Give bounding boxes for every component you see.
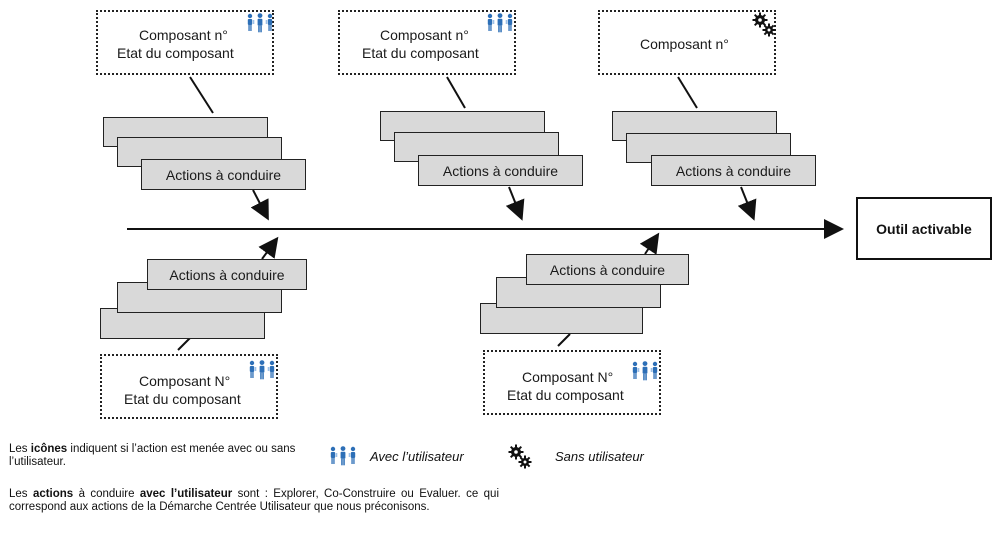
- legend-actions-text: Les actions à conduire avec l’utilisateu…: [9, 488, 500, 513]
- component-state: Etat du composant: [117, 45, 234, 61]
- legend-icons-text: Les icônes indiquent si l’action est men…: [9, 443, 296, 468]
- target-box: Outil activable: [856, 197, 992, 260]
- component-name: Composant n°: [380, 27, 469, 43]
- users-icon: [249, 360, 275, 380]
- action-label: Actions à conduire: [165, 166, 282, 183]
- component-name: Composant N°: [522, 369, 614, 385]
- connector-top-2: [446, 76, 466, 109]
- component-box-bottom-1: Composant N° Etat du composant: [100, 354, 278, 419]
- connector-bottom-1: [177, 337, 191, 351]
- gears-icon: [752, 12, 776, 37]
- component-name: Composant N°: [139, 373, 231, 389]
- component-box-top-3: Composant n°: [598, 10, 776, 75]
- component-name: Composant n°: [640, 36, 729, 52]
- gears-icon: [508, 444, 532, 469]
- legend-with-user: Avec l’utilisateur: [370, 449, 464, 464]
- component-state: Etat du composant: [362, 45, 479, 61]
- action-card-front: Actions à conduire: [526, 254, 689, 285]
- component-box-top-2: Composant n° Etat du composant: [338, 10, 516, 75]
- component-box-top-1: Composant n° Etat du composant: [96, 10, 274, 75]
- arrow-top-3: [737, 186, 757, 221]
- action-card-front: Actions à conduire: [141, 159, 306, 190]
- action-card-front: Actions à conduire: [418, 155, 583, 186]
- component-box-bottom-2: Composant N° Etat du composant: [483, 350, 661, 415]
- users-icon: [330, 446, 356, 466]
- connector-bottom-2: [557, 333, 571, 347]
- users-icon: [487, 13, 513, 33]
- target-label: Outil activable: [876, 220, 972, 237]
- arrow-bottom-1: [258, 236, 279, 260]
- legend-without-user: Sans utilisateur: [555, 449, 644, 464]
- users-icon: [632, 361, 658, 381]
- component-name: Composant n°: [139, 27, 228, 43]
- arrow-bottom-2: [639, 232, 660, 255]
- users-icon: [247, 13, 273, 33]
- connector-top-1: [189, 76, 214, 114]
- action-label: Actions à conduire: [169, 266, 285, 283]
- component-state: Etat du composant: [507, 387, 624, 403]
- connector-top-3: [677, 76, 698, 109]
- arrow-top-1: [250, 189, 269, 221]
- arrow-top-2: [505, 186, 525, 221]
- action-card-front: Actions à conduire: [651, 155, 816, 186]
- action-label: Actions à conduire: [549, 261, 666, 278]
- action-card-front: Actions à conduire: [147, 259, 307, 290]
- component-state: Etat du composant: [124, 391, 241, 407]
- action-label: Actions à conduire: [675, 162, 792, 179]
- action-label: Actions à conduire: [442, 162, 559, 179]
